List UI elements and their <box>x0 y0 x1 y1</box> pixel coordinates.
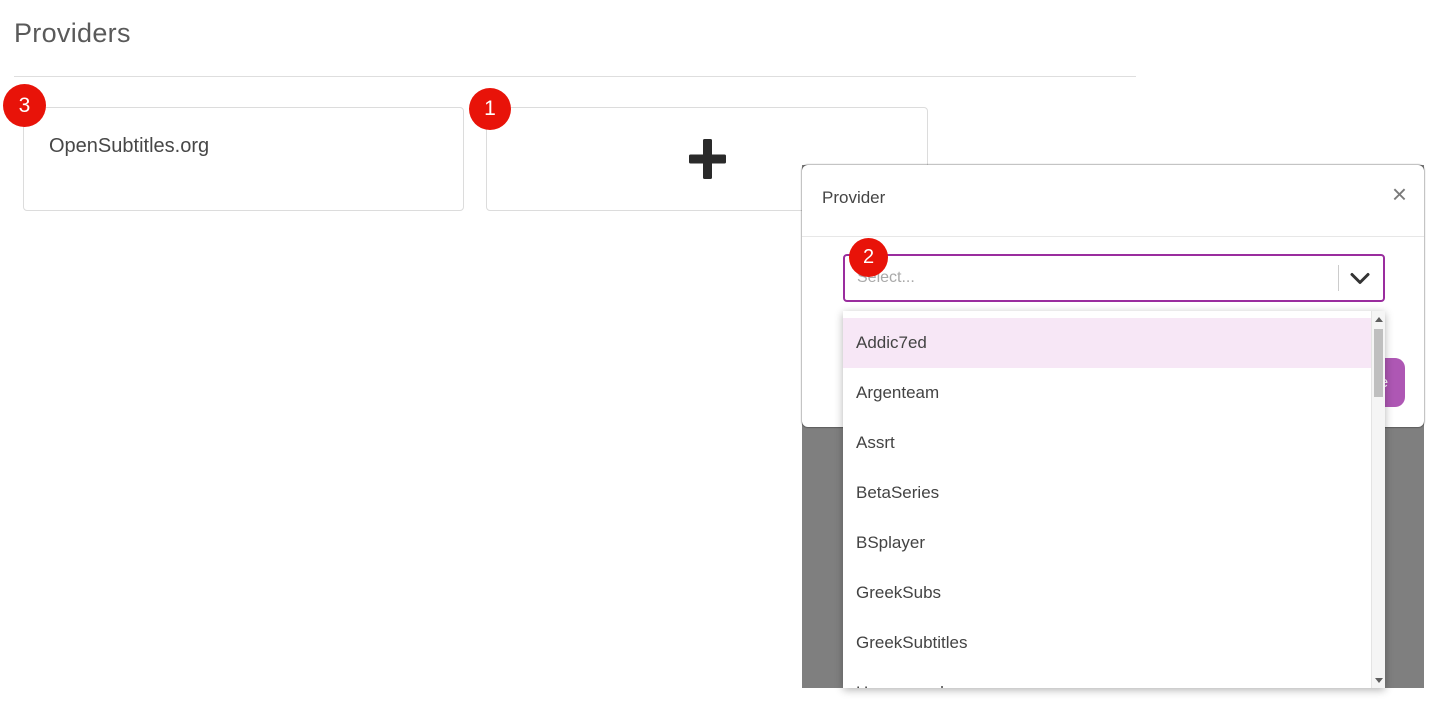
step-badge-2: 2 <box>849 238 888 277</box>
dropdown-option[interactable]: GreekSubtitles <box>856 633 968 652</box>
close-icon[interactable]: × <box>1391 179 1407 209</box>
provider-card-opensubtitles[interactable]: OpenSubtitles.org <box>23 107 464 211</box>
triangle-up-icon <box>1374 316 1383 322</box>
scrollbar-down-button[interactable] <box>1372 672 1385 688</box>
title-divider <box>14 76 1136 77</box>
page-title: Providers <box>14 18 131 48</box>
provider-select[interactable]: Select... <box>843 254 1385 302</box>
modal-title: Provider <box>822 188 886 207</box>
chevron-down-icon[interactable] <box>1349 272 1371 285</box>
dropdown-option[interactable]: BetaSeries <box>856 483 940 502</box>
dropdown-option[interactable]: GreekSubs <box>856 583 942 602</box>
step-badge-3: 3 <box>3 84 46 127</box>
dropdown-option[interactable]: Addic7ed <box>843 318 1371 368</box>
plus-icon <box>688 139 726 179</box>
scrollbar-thumb[interactable] <box>1374 329 1383 397</box>
triangle-down-icon <box>1374 677 1383 683</box>
add-provider-card[interactable] <box>486 107 928 211</box>
dropdown-option[interactable]: Argenteam <box>856 383 940 402</box>
step-badge-1: 1 <box>469 88 511 130</box>
dropdown-option[interactable]: Assrt <box>856 433 895 452</box>
modal-header: Provider × <box>802 165 1424 237</box>
dropdown-option[interactable]: Hosszupuska <box>843 668 1371 688</box>
select-separator <box>1338 265 1339 291</box>
provider-card-label: OpenSubtitles.org <box>49 135 210 157</box>
dropdown-scrollbar[interactable] <box>1371 311 1385 688</box>
dropdown-option[interactable]: BSplayer <box>856 533 925 552</box>
scrollbar-up-button[interactable] <box>1372 311 1385 327</box>
